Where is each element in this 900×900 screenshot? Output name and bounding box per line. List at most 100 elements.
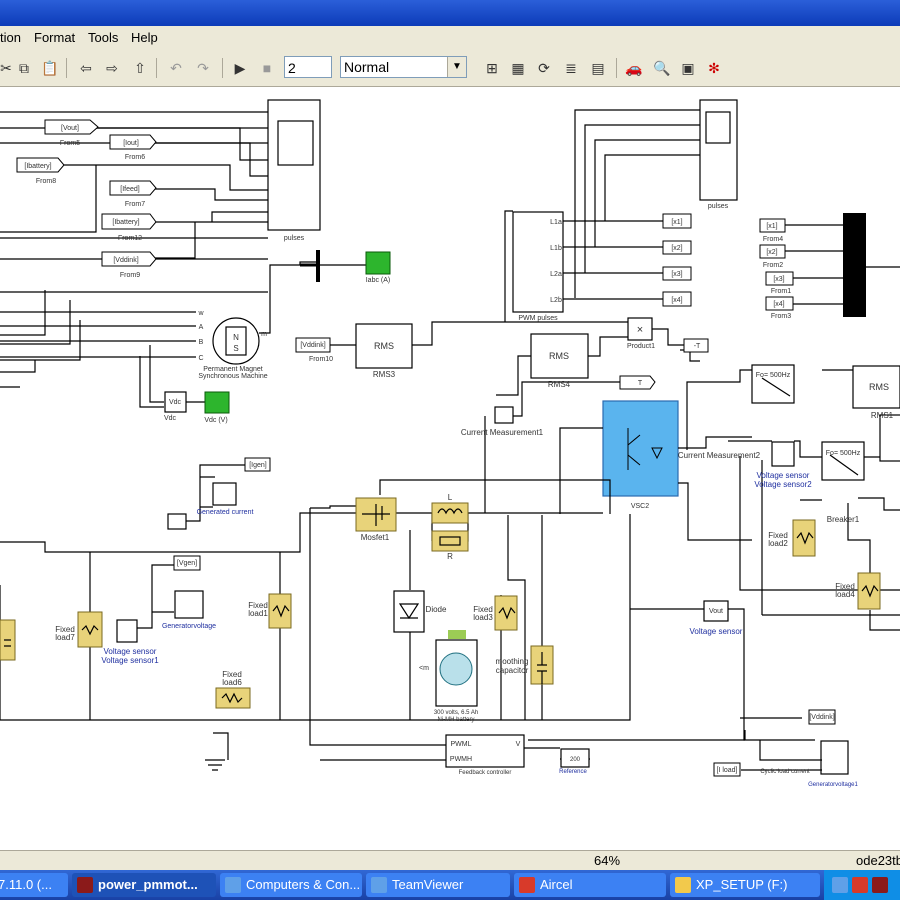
pulses-scope-label: pulses bbox=[284, 235, 305, 242]
goto-x1[interactable]: [x1] bbox=[671, 219, 682, 226]
menu-tools[interactable]: Tools bbox=[88, 30, 119, 45]
task-computers[interactable]: Computers & Con... bbox=[220, 873, 362, 897]
tray-app-icon[interactable] bbox=[872, 877, 888, 893]
goto-x4[interactable]: [x4] bbox=[671, 297, 682, 304]
menu-format[interactable]: Format bbox=[34, 30, 76, 45]
security-icon[interactable] bbox=[852, 877, 868, 893]
rms4-label: RMS4 bbox=[548, 380, 571, 389]
voltage-sensor-label: Voltage sensor bbox=[690, 627, 743, 636]
vout-port: Vout bbox=[709, 608, 723, 615]
simulation-mode-select[interactable]: Normal▼ bbox=[340, 56, 467, 78]
system-tray bbox=[824, 870, 900, 900]
zoom-level: 64% bbox=[594, 853, 621, 868]
from-x2[interactable]: [x2] bbox=[766, 249, 777, 256]
from9-tag[interactable]: [Vddink] bbox=[113, 257, 138, 264]
model-canvas[interactable]: [Vout] From5 [Iout] From6 [Ibattery] Fro… bbox=[0, 87, 900, 850]
vdc-block: Vdc bbox=[169, 399, 182, 406]
goto-x3[interactable]: [x3] bbox=[671, 271, 682, 278]
build-icon[interactable]: ⊞ bbox=[486, 59, 498, 76]
goto-x2[interactable]: [x2] bbox=[671, 245, 682, 252]
from4-label: From4 bbox=[763, 236, 783, 243]
refresh-icon[interactable]: ⟳ bbox=[538, 59, 550, 76]
from-iload[interactable]: [I load] bbox=[716, 767, 737, 774]
menu-help[interactable]: Help bbox=[131, 30, 158, 45]
fixed-load1-b: load1 bbox=[248, 609, 268, 618]
undo-icon[interactable]: ↶ bbox=[170, 59, 182, 76]
goto-t[interactable]: T bbox=[638, 380, 643, 387]
rms3-label: RMS3 bbox=[373, 370, 396, 379]
goto-minus-t[interactable]: -T bbox=[694, 343, 701, 350]
update-diagram-icon[interactable]: ▦ bbox=[511, 59, 525, 76]
voltage-sensor1-label-a: Voltage sensor bbox=[104, 647, 157, 656]
vsc2-label: VSC2 bbox=[631, 503, 649, 510]
from-x4[interactable]: [x4] bbox=[773, 301, 784, 308]
task-power-pmmot[interactable]: power_pmmot... bbox=[72, 873, 216, 897]
feedback-controller-label: Feedback controller bbox=[459, 770, 512, 776]
from6-tag[interactable]: [Iout] bbox=[123, 140, 139, 147]
pmsm-port-a: A bbox=[199, 324, 204, 331]
fixed-load1-a: Fixed bbox=[248, 601, 268, 610]
aircel-icon bbox=[519, 877, 535, 893]
pwm-pulses-label: PWM pulses bbox=[518, 315, 558, 322]
pwml-port: PWML bbox=[451, 741, 472, 748]
back-arrow-icon[interactable]: ⇦ bbox=[80, 59, 92, 76]
vdc-block-label: Vdc bbox=[164, 415, 177, 422]
copy-icon[interactable]: ⧉ bbox=[19, 59, 29, 76]
chevron-down-icon[interactable]: ▼ bbox=[447, 57, 466, 77]
pmsm-port-c: C bbox=[198, 355, 203, 362]
redo-icon[interactable]: ↷ bbox=[197, 59, 209, 76]
reference-value: 200 bbox=[570, 757, 581, 763]
task-matlab[interactable]: 7.11.0 (... bbox=[0, 873, 68, 897]
library-browser-icon[interactable]: 🚗 bbox=[625, 59, 643, 76]
pmsm-port-b: B bbox=[199, 339, 204, 346]
from12-tag[interactable]: [Ibattery] bbox=[112, 219, 139, 226]
from5-tag[interactable]: [Vout] bbox=[61, 125, 79, 132]
menu-bar: tion Format Tools Help bbox=[0, 26, 900, 50]
from1-label: From1 bbox=[771, 288, 791, 295]
from6-label: From6 bbox=[125, 154, 145, 161]
start-simulation-icon[interactable]: ▶ bbox=[234, 59, 246, 76]
pwmh-port: PWMH bbox=[450, 756, 472, 763]
rms4-text: RMS bbox=[549, 351, 569, 361]
model-explorer-icon[interactable]: ≣ bbox=[565, 59, 577, 76]
properties-icon[interactable]: ▣ bbox=[681, 59, 695, 76]
voltage-sensor2-label: Voltage sensor2 bbox=[754, 480, 812, 489]
from10-label: From10 bbox=[309, 356, 333, 363]
paste-icon[interactable]: 📋 bbox=[41, 59, 59, 76]
profiler-icon[interactable]: ✻ bbox=[708, 59, 720, 76]
battery-m-port: <m bbox=[419, 665, 429, 672]
from8-tag[interactable]: [Ibattery] bbox=[24, 163, 51, 170]
up-arrow-icon[interactable]: ⇧ bbox=[134, 59, 146, 76]
grid-icon[interactable]: ▤ bbox=[591, 59, 605, 76]
fixed-load7-b: load7 bbox=[55, 633, 75, 642]
taskbar: 7.11.0 (... power_pmmot... Computers & C… bbox=[0, 870, 900, 900]
goto-vgen[interactable]: [Vgen] bbox=[177, 560, 197, 567]
network-icon[interactable] bbox=[832, 877, 848, 893]
from-x1[interactable]: [x1] bbox=[766, 223, 777, 230]
cyclic-load-current-label: Cyclic load current bbox=[760, 769, 810, 775]
filter1-text: Fo= 500Hz bbox=[756, 372, 791, 379]
debug-icon[interactable]: 🔍 bbox=[653, 59, 671, 76]
breaker1-label: Breaker1 bbox=[827, 515, 860, 524]
cut-icon[interactable]: ✂ bbox=[0, 59, 12, 76]
from-x3[interactable]: [x3] bbox=[773, 276, 784, 283]
stop-simulation-icon[interactable]: ■ bbox=[262, 60, 272, 76]
from10-tag[interactable]: [Vddink] bbox=[300, 342, 325, 349]
menu-simulation[interactable]: tion bbox=[0, 30, 21, 45]
task-xp-setup[interactable]: XP_SETUP (F:) bbox=[670, 873, 820, 897]
fixed-load4-a: Fixed bbox=[835, 582, 855, 591]
generated-current-label: Generated current bbox=[197, 509, 254, 516]
port-l2a: L2a bbox=[550, 271, 562, 278]
task-aircel[interactable]: Aircel bbox=[514, 873, 666, 897]
stop-time-input[interactable]: 2 bbox=[284, 56, 332, 78]
pulses-scope2-label: pulses bbox=[708, 203, 729, 210]
task-teamviewer[interactable]: TeamViewer bbox=[366, 873, 510, 897]
goto-igen[interactable]: [Igen] bbox=[249, 462, 267, 469]
forward-arrow-icon[interactable]: ⇨ bbox=[106, 59, 118, 76]
folder-icon bbox=[675, 877, 691, 893]
from7-label: From7 bbox=[125, 201, 145, 208]
from7-tag[interactable]: [Ifeed] bbox=[120, 186, 140, 193]
from12-label: From12 bbox=[118, 235, 142, 242]
goto-vddink[interactable]: [Vddink] bbox=[809, 714, 834, 721]
current-measurement1-label: Current Measurement1 bbox=[461, 428, 544, 437]
